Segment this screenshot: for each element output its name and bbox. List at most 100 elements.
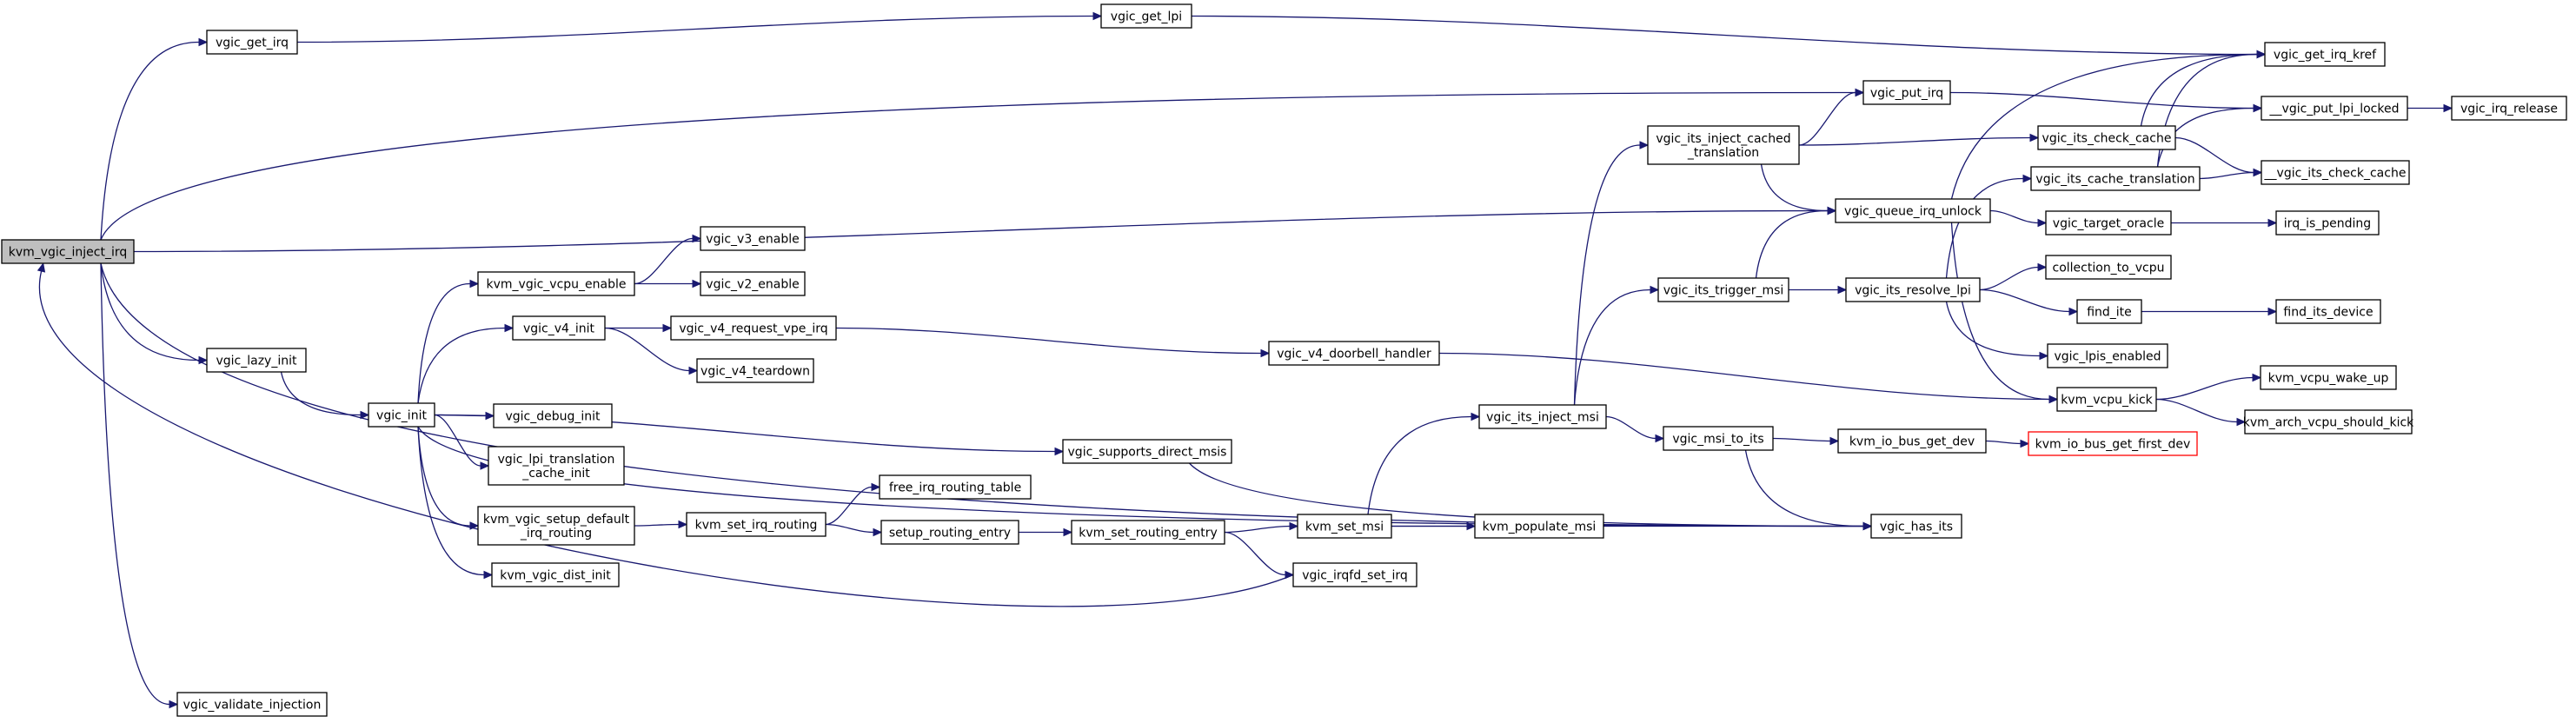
node-kvm-vcpu-wake-up[interactable]: kvm_vcpu_wake_up xyxy=(2260,365,2397,390)
node-label: kvm_io_bus_get_first_dev xyxy=(2035,438,2191,452)
node-kvm-vcpu-kick[interactable]: kvm_vcpu_kick xyxy=(2056,387,2157,412)
node-find-ite[interactable]: find_ite xyxy=(2076,299,2142,324)
node-vgic-debug-init[interactable]: vgic_debug_init xyxy=(493,403,613,428)
node-kvm-set-routing-entry[interactable]: kvm_set_routing_entry xyxy=(1071,520,1225,545)
node-vgic-its-trigger-msi[interactable]: vgic_its_trigger_msi xyxy=(1657,277,1789,302)
node-box xyxy=(686,512,827,537)
node-label: kvm_set_msi xyxy=(1305,521,1384,534)
edge-arrowhead xyxy=(169,700,179,709)
node-collection-to-vcpu[interactable]: collection_to_vcpu xyxy=(2045,255,2172,280)
node-box xyxy=(1870,514,1962,539)
edge-line xyxy=(1985,440,2022,445)
edge-kvm-set-msi-to-vgic-its-inject-msi xyxy=(1367,412,1481,515)
edge-vgic-its-inject-cached-translation-to-vgic-its-check-cache xyxy=(1798,133,2040,146)
node-free-irq-routing-table[interactable]: free_irq_routing_table xyxy=(879,474,1032,500)
edge-setup-routing-entry-to-kvm-set-routing-entry xyxy=(1019,527,1073,537)
node-label: find_ite xyxy=(2087,306,2132,320)
node-box xyxy=(206,348,307,373)
edge-arrowhead xyxy=(1063,527,1073,537)
node-vgic-supports-direct-msis[interactable]: vgic_supports_direct_msis xyxy=(1062,439,1232,464)
node-kvm-set-msi[interactable]: kvm_set_msi xyxy=(1297,514,1392,539)
node-irq-is-pending[interactable]: irq_is_pending xyxy=(2275,210,2380,235)
node-box xyxy=(2076,299,2142,324)
node-vgic-target-oracle[interactable]: vgic_target_oracle xyxy=(2045,210,2172,235)
node-box xyxy=(1647,125,1800,165)
node-vgic-v4-request-vpe-irq[interactable]: vgic_v4_request_vpe_irq xyxy=(670,315,837,341)
node-vgic-lpi-translation-cache-init[interactable]: vgic_lpi_translation_cache_init xyxy=(488,446,625,486)
node-kvm-vgic-inject-irq[interactable]: kvm_vgic_inject_irq xyxy=(1,239,135,264)
node-vgic-has-its[interactable]: vgic_has_its xyxy=(1870,514,1962,539)
node-label: vgic_queue_irq_unlock xyxy=(1844,205,1982,219)
node-box xyxy=(2275,299,2381,324)
edge-arrowhead xyxy=(2048,395,2059,404)
node-vgic-its-inject-cached-translation[interactable]: vgic_its_inject_cached_translation xyxy=(1647,125,1800,165)
node-label: kvm_vgic_dist_init xyxy=(500,569,611,583)
node-kvm-arch-vcpu-should-kick[interactable]: kvm_arch_vcpu_should_kick xyxy=(2243,409,2414,434)
node-vgic-its-cache-translation[interactable]: vgic_its_cache_translation xyxy=(2030,166,2201,191)
node-vgic-init[interactable]: vgic_init xyxy=(368,402,435,428)
node-vgic-v3-enable[interactable]: vgic_v3_enable xyxy=(700,226,806,251)
node-box xyxy=(2451,96,2567,121)
edge-arrowhead xyxy=(483,570,494,580)
node-label: __vgic_its_check_cache xyxy=(2264,167,2407,181)
edge-kvm-vgic-vcpu-enable-to-vgic-v3-enable xyxy=(634,234,702,285)
node-label: vgic_init xyxy=(376,409,427,423)
node-box xyxy=(1268,341,1440,366)
node-box xyxy=(1862,80,1951,105)
node-setup-routing-entry[interactable]: setup_routing_entry xyxy=(880,520,1019,545)
edge-vgic-init-to-kvm-vgic-dist-init xyxy=(417,426,494,580)
edge-line xyxy=(133,209,1829,253)
node-box xyxy=(700,226,806,251)
node-vgic-get-irq-kref[interactable]: vgic_get_irq_kref xyxy=(2264,42,2386,67)
node-vgic-lazy-init[interactable]: vgic_lazy_init xyxy=(206,348,307,373)
node-kvm-vgic-dist-init[interactable]: kvm_vgic_dist_init xyxy=(491,562,620,587)
node-vgic-its-inject-msi[interactable]: vgic_its_inject_msi xyxy=(1478,404,1607,429)
edge-line xyxy=(2174,136,2254,174)
node-vgic-irq-release[interactable]: vgic_irq_release xyxy=(2451,96,2567,121)
node-label: setup_routing_entry xyxy=(889,527,1011,541)
node-label: vgic_its_check_cache xyxy=(2042,132,2172,146)
node-vgic-lpis-enabled[interactable]: vgic_lpis_enabled xyxy=(2047,343,2168,368)
node-kvm-populate-msi[interactable]: kvm_populate_msi xyxy=(1474,514,1604,539)
node-vgic-put-lpi-locked[interactable]: __vgic_put_lpi_locked xyxy=(2261,96,2408,121)
node-vgic-queue-irq-unlock[interactable]: vgic_queue_irq_unlock xyxy=(1835,198,1991,223)
edge-line xyxy=(1573,289,1651,406)
node-kvm-vgic-vcpu-enable[interactable]: kvm_vgic_vcpu_enable xyxy=(477,271,635,296)
node-vgic-v2-enable[interactable]: vgic_v2_enable xyxy=(700,271,806,296)
node-box xyxy=(206,30,298,55)
node-vgic-v4-teardown[interactable]: vgic_v4_teardown xyxy=(696,358,814,383)
edge-line xyxy=(2156,107,2254,168)
node-vgic-validate-injection[interactable]: vgic_validate_injection xyxy=(176,692,328,717)
node-kvm-io-bus-get-first-dev[interactable]: kvm_io_bus_get_first_dev xyxy=(2028,431,2198,456)
node-find-its-device[interactable]: find_its_device xyxy=(2275,299,2381,324)
node-vgic-irqfd-set-irq[interactable]: vgic_irqfd_set_irq xyxy=(1292,562,1417,587)
edge-arrowhead xyxy=(198,37,209,47)
node-vgic-msi-to-its[interactable]: vgic_msi_to_its xyxy=(1663,426,1774,451)
node-kvm-vgic-setup-default-irq-routing[interactable]: kvm_vgic_setup_default_irq_routing xyxy=(477,506,635,546)
node-box xyxy=(2030,166,2201,191)
node-box xyxy=(1297,514,1392,539)
edge-vgic-its-resolve-lpi-to-vgic-lpis-enabled xyxy=(1945,301,2049,361)
node-kvm-io-bus-get-dev[interactable]: kvm_io_bus_get_dev xyxy=(1837,428,1987,454)
node-label: _translation xyxy=(1687,146,1759,160)
node-label: vgic_irq_release xyxy=(2460,103,2558,116)
node-vgic-its-check-cache[interactable]: __vgic_its_check_cache xyxy=(2261,160,2410,185)
edge-line xyxy=(1945,301,2041,357)
node-vgic-v4-init[interactable]: vgic_v4_init xyxy=(512,315,606,341)
node-vgic-v4-doorbell-handler[interactable]: vgic_v4_doorbell_handler xyxy=(1268,341,1440,366)
node-vgic-its-resolve-lpi[interactable]: vgic_its_resolve_lpi xyxy=(1845,277,1981,302)
node-kvm-set-irq-routing[interactable]: kvm_set_irq_routing xyxy=(686,512,827,537)
edge-arrowhead xyxy=(2256,50,2267,59)
edge-vgic-its-cache-translation-to-vgic-put-lpi-locked xyxy=(2156,103,2263,168)
node-vgic-get-lpi[interactable]: vgic_get_lpi xyxy=(1100,3,1192,29)
edge-vgic-init-to-vgic-v4-init xyxy=(417,323,515,404)
node-vgic-put-irq[interactable]: vgic_put_irq xyxy=(1862,80,1951,105)
edge-line xyxy=(634,237,694,285)
edge-arrowhead xyxy=(871,482,881,492)
edge-arrowhead xyxy=(662,323,673,333)
edge-arrowhead xyxy=(37,262,46,273)
node-vgic-its-check-cache[interactable]: vgic_its_check_cache xyxy=(2037,125,2176,150)
node-vgic-get-irq[interactable]: vgic_get_irq xyxy=(206,30,298,55)
node-box xyxy=(1100,3,1192,29)
